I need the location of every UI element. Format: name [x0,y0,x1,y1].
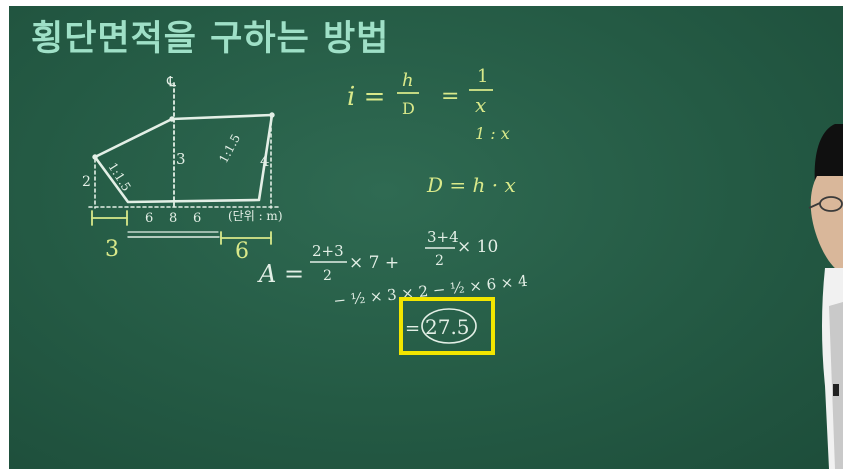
slope-denominator: D [402,99,415,118]
fraction-numerator: 1 [477,66,488,87]
area-result: 27.5 [425,315,470,339]
base-left-dim-label: 6 [145,211,153,226]
term1-numerator: 2+3 [312,242,344,260]
height-left-label: 2 [82,174,91,190]
height-center-label: 3 [176,150,186,168]
result-prefix: = [405,318,420,339]
extent-marks [91,210,272,245]
slope-lhs: i = [347,82,385,112]
term2-numerator: 3+4 [427,228,459,246]
glasses-icon [808,196,843,212]
base-width-label: 8 [169,211,177,226]
ratio-label: 1 : x [475,124,510,143]
centerline-label: ℄ [166,74,176,90]
vertex-dot [169,116,175,122]
slope-numerator: h [402,70,414,91]
result-highlight-box [399,297,495,355]
section-outline [93,113,274,204]
distance-formula: D = h · x [426,173,516,197]
height-right-label: 4 [260,152,270,170]
left-extent-label: 3 [105,237,119,262]
term1-denominator: 2 [323,268,332,284]
area-lhs: A = [257,260,304,288]
term2-denominator: 2 [435,253,444,269]
chalk-drawing: ℄ 3 4 2 1:1.5 1:1.5 6 8 6 (단위 : m) [82,66,843,469]
slope-formulas: i = h D = 1 x 1 : x D = h · x [347,66,516,197]
right-extent-label: 6 [235,239,249,264]
term1-tail: × 7 + [349,253,399,273]
fraction-denominator: x [475,93,486,117]
vertex-dot [92,154,98,160]
result-circle [421,308,477,344]
base-right-dim-label: 6 [193,211,201,226]
cross-section-diagram [88,82,280,238]
lecture-title: 횡단면적을 구하는 방법 [31,19,390,59]
slope-right-label: 1:1.5 [216,132,243,166]
vertex-dot [269,112,275,118]
chalkboard: 횡단면적을 구하는 방법 [9,6,843,469]
area-formulas: A = 2+3 2 × 7 + 3+4 2 × 10 − ½ × 3 × 2 −… [257,228,529,344]
extent-labels: 3 6 [105,237,249,264]
lecturer [808,124,843,469]
lecturer-hair [814,124,843,186]
lecturer-face [810,176,843,274]
equals-sign: = [441,84,459,109]
microphone-icon [833,384,839,396]
area-line-two: − ½ × 3 × 2 − ½ × 6 × 4 [333,272,529,310]
term2-tail: × 10 [457,237,498,257]
unit-note: (단위 : m) [228,209,283,223]
